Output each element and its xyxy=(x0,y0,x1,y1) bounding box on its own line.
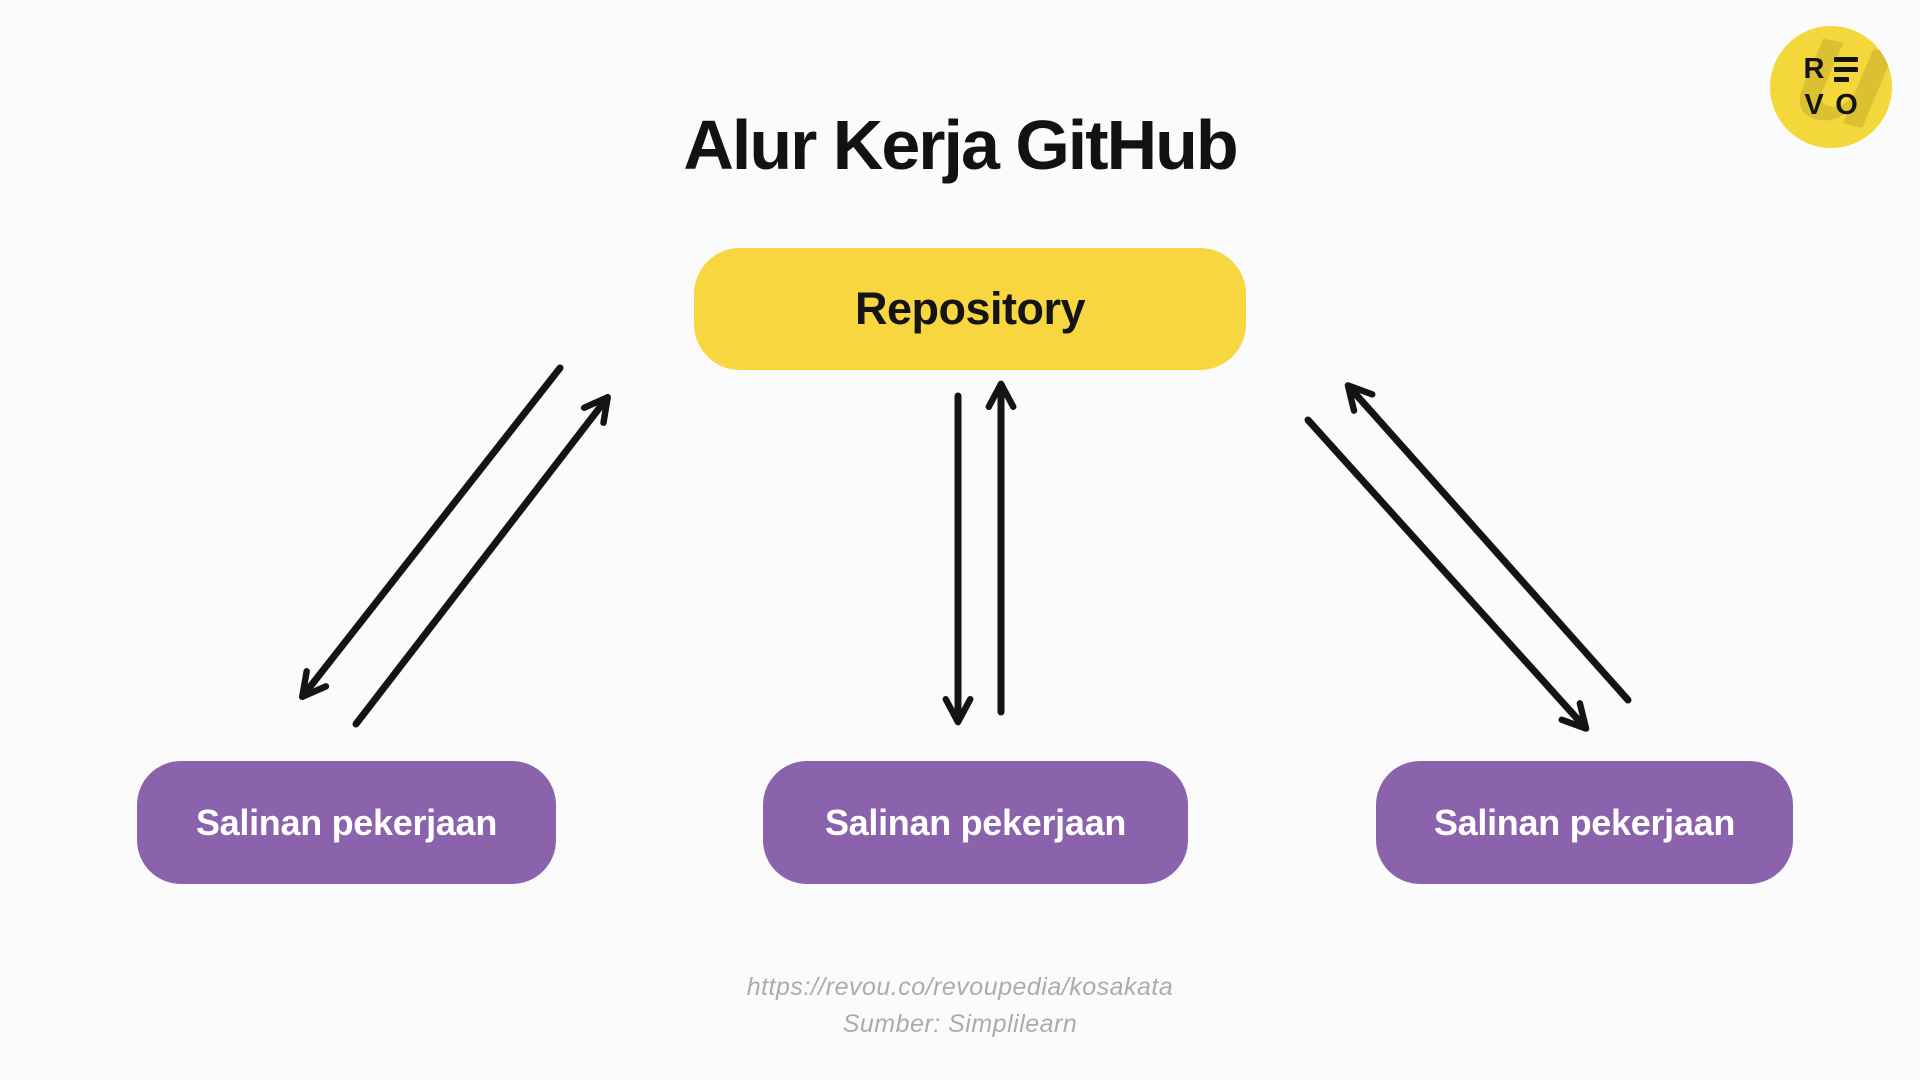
arrow-repo-to-right-copy xyxy=(1304,416,1590,732)
page-title: Alur Kerja GitHub xyxy=(683,105,1238,184)
working-copy-1-label: Salinan pekerjaan xyxy=(195,801,498,843)
node-working-copy-3: Salinan pekerjaan xyxy=(1376,761,1793,884)
node-repository: Repository xyxy=(694,248,1246,370)
working-copy-3-label: Salinan pekerjaan xyxy=(1433,801,1736,843)
node-working-copy-1: Salinan pekerjaan xyxy=(137,761,556,884)
logo-letter-r: R xyxy=(1803,52,1825,85)
logo-e-icon xyxy=(1834,56,1859,82)
revou-logo: u R V O xyxy=(1770,26,1892,148)
footer: https://revou.co/revoupedia/kosakata Sum… xyxy=(0,969,1920,1043)
arrow-right-copy-to-repo xyxy=(1344,382,1632,704)
logo-letter-v: V xyxy=(1804,88,1824,121)
logo-letter-grid: R V O xyxy=(1770,26,1892,148)
footer-url: https://revou.co/revoupedia/kosakata xyxy=(746,973,1174,1001)
arrow-left-copy-to-repo xyxy=(352,393,611,728)
footer-source: Sumber: Simplilearn xyxy=(842,1010,1078,1038)
repository-label: Repository xyxy=(854,283,1086,334)
node-working-copy-2: Salinan pekerjaan xyxy=(763,761,1188,884)
working-copy-2-label: Salinan pekerjaan xyxy=(824,801,1127,843)
logo-letter-o: O xyxy=(1835,88,1858,121)
arrow-repo-to-left-copy xyxy=(299,364,564,701)
